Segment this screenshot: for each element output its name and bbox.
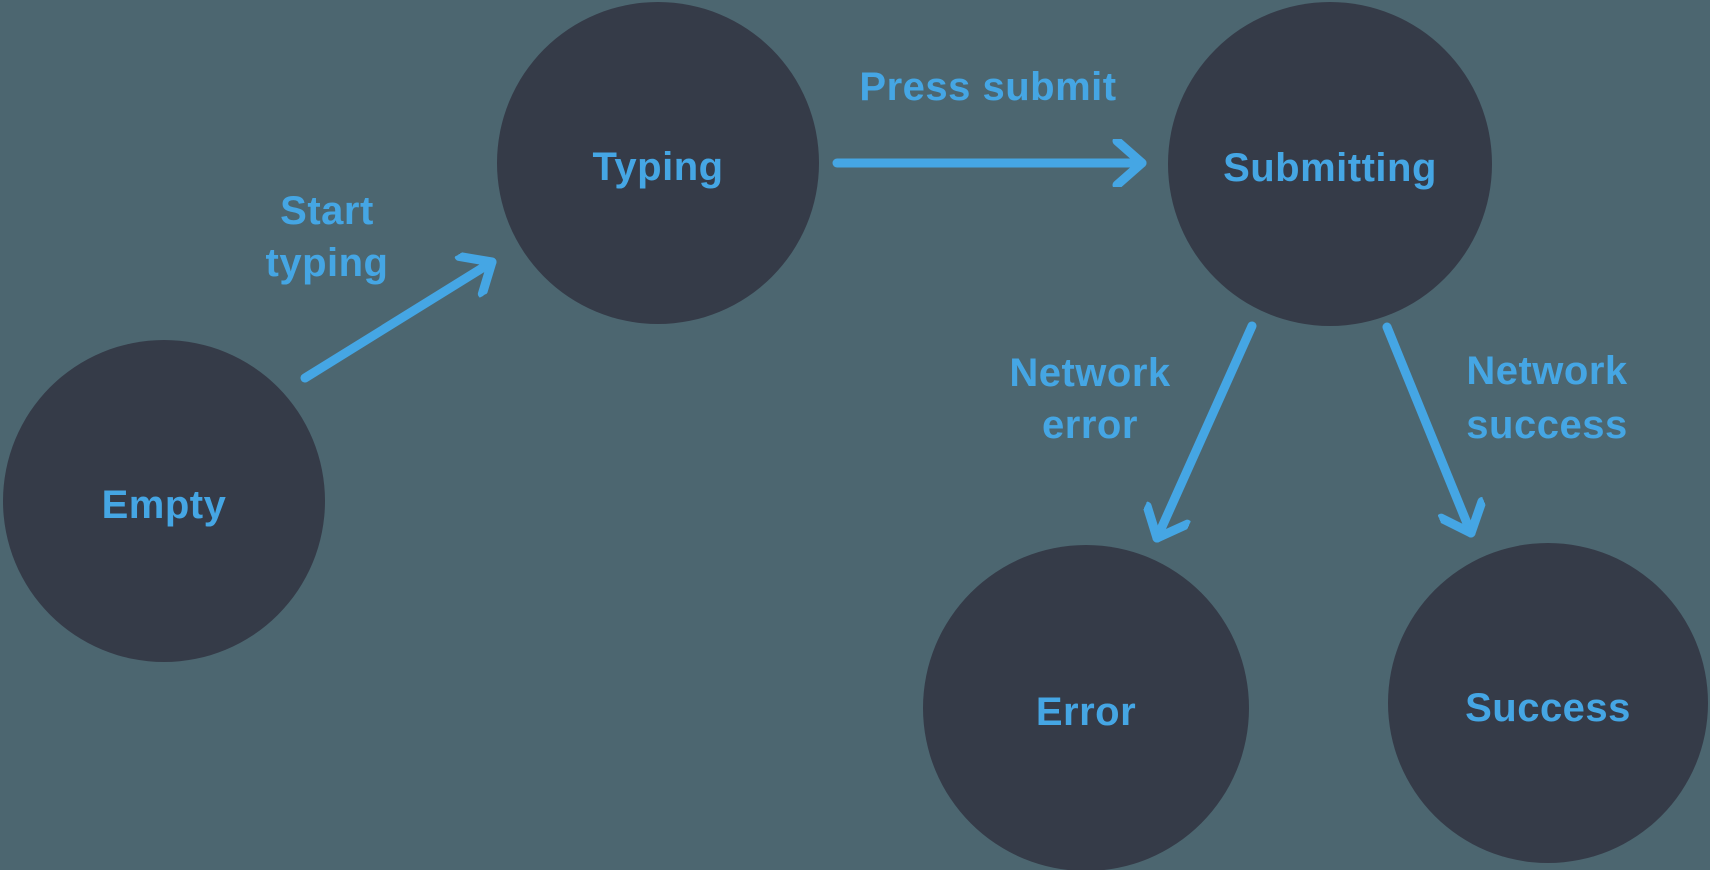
edge-label-network-success-line2: success: [1466, 403, 1627, 447]
edge-network-error: Network error: [1009, 321, 1257, 543]
edge-label-start-typing-line2: typing: [266, 241, 389, 285]
arrow-network-error-icon: [1157, 321, 1257, 543]
node-circle-submitting: [1168, 2, 1492, 326]
edge-label-start-typing-line1: Start: [280, 189, 374, 233]
state-node-error: Error: [923, 545, 1249, 870]
state-node-typing: Typing: [497, 2, 819, 324]
edge-start-typing: Start typing: [266, 189, 497, 383]
arrow-network-success-icon: [1382, 322, 1471, 538]
node-label-success: Success: [1465, 686, 1631, 730]
node-circle-empty: [3, 340, 325, 662]
edge-label-network-error-line2: error: [1042, 403, 1138, 447]
node-circle-success: [1388, 543, 1708, 863]
state-node-submitting: Submitting: [1168, 2, 1492, 326]
edge-label-network-success-line1: Network: [1466, 349, 1628, 393]
node-circle-typing: [497, 2, 819, 324]
edge-label-press-submit: Press submit: [859, 65, 1116, 109]
node-circle-error: [923, 545, 1249, 870]
edge-press-submit: Press submit: [832, 65, 1147, 163]
state-node-empty: Empty: [3, 340, 325, 662]
node-label-empty: Empty: [102, 483, 227, 527]
arrow-start-typing-icon: [300, 262, 497, 383]
edge-label-network-error-line1: Network: [1009, 351, 1171, 395]
node-label-error: Error: [1036, 690, 1136, 734]
node-label-typing: Typing: [592, 145, 723, 189]
state-node-success: Success: [1388, 543, 1708, 863]
edge-network-success: Network success: [1382, 322, 1628, 538]
node-label-submitting: Submitting: [1223, 146, 1437, 190]
